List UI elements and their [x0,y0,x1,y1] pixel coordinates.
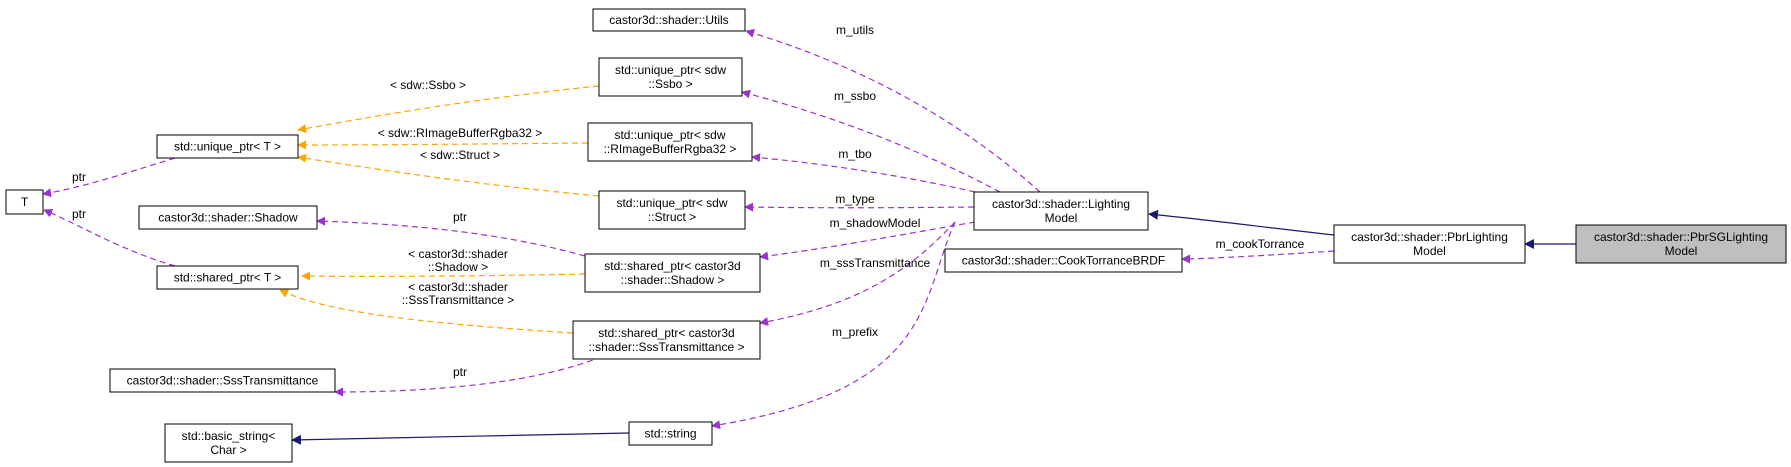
edge-label-t-sss: < castor3d::shader [408,280,508,294]
node-string[interactable]: std::string [628,421,713,446]
node-label: Model [1665,244,1698,258]
node-label: ::shader::Shadow > [621,273,725,287]
node-label: castor3d::shader::CookTorranceBRDF [962,254,1165,268]
node-label: ::RImageBufferRgba32 > [604,142,737,156]
node-label: std::string [644,427,696,441]
edge-m-utils [745,29,1041,193]
edge-t-shadow [301,271,586,281]
edge-label-m-cookTorrance: m_cookTorrance [1216,237,1305,251]
node-shared-T[interactable]: std::shared_ptr< T > [156,265,299,290]
node-sss[interactable]: castor3d::shader::SssTransmittance [109,368,336,393]
edge-label-m-utils: m_utils [836,23,874,37]
edge-m-prefix [711,221,956,430]
node-sp-shadow[interactable]: std::shared_ptr< castor3d::shader::Shado… [584,253,761,293]
edge-m-ssbo [741,89,1001,193]
node-label: Char > [210,443,246,457]
edge-label-ptr-unique: ptr [72,170,86,184]
edge-t-ssbo [297,85,600,133]
node-label: castor3d::shader::PbrLighting [1351,230,1508,244]
node-up-ssbo[interactable]: std::unique_ptr< sdw::Ssbo > [598,57,743,97]
edge-inherit-pbr-lighting [1148,209,1335,236]
edge-ptr-shadow [316,216,586,257]
node-basic-string[interactable]: std::basic_string<Char > [164,423,293,463]
node-label: Model [1413,244,1446,258]
edge-label-t-ssbo: < sdw::Ssbo > [390,78,466,92]
node-utils[interactable]: castor3d::shader::Utils [592,8,746,32]
node-label: Model [1045,211,1078,225]
node-up-rimage[interactable]: std::unique_ptr< sdw::RImageBufferRgba32… [587,122,753,162]
node-label: std::unique_ptr< sdw [615,63,726,77]
node-up-struct[interactable]: std::unique_ptr< sdw::Struct > [598,190,746,230]
node-label: std::basic_string< [182,429,276,443]
node-label: std::unique_ptr< sdw [614,128,725,142]
node-label: castor3d::shader::Utils [609,13,728,27]
node-label: T [21,195,29,209]
node-T[interactable]: T [5,189,44,215]
edge-label-m-ssbo: m_ssbo [834,89,876,103]
node-label: std::shared_ptr< castor3d [598,326,734,340]
edge-t-struct [297,153,600,197]
node-label: std::unique_ptr< T > [174,140,281,154]
edge-label-m-sssTransmittance: m_sssTransmittance [820,256,931,270]
edge-ptr-unique [42,157,176,198]
edge-m-type [744,202,975,212]
edge-m-sssTransmittance [759,221,956,326]
node-label: std::shared_ptr< T > [174,271,282,285]
edge-label-t-struct: < sdw::Struct > [420,148,500,162]
edge-m-tbo [751,153,976,193]
node-label: ::Struct > [648,210,696,224]
edge-label-t-shadow: < castor3d::shader [408,247,508,261]
edge-label-m-tbo: m_tbo [838,147,872,161]
node-unique-T[interactable]: std::unique_ptr< T > [156,134,299,159]
node-label: castor3d::shader::Lighting [992,197,1130,211]
node-sp-sss[interactable]: std::shared_ptr< castor3d::shader::SssTr… [572,320,761,360]
node-label: ::Ssbo > [648,77,692,91]
node-label: castor3d::shader::SssTransmittance [127,374,319,388]
edge-t-rimage [297,140,589,150]
node-cook[interactable]: castor3d::shader::CookTorranceBRDF [944,248,1183,273]
node-shadow[interactable]: castor3d::shader::Shadow [138,205,318,230]
node-label: std::shared_ptr< castor3d [604,259,740,273]
edge-label-ptr-shared: ptr [72,207,86,221]
edge-label-t-rimage: < sdw::RImageBufferRgba32 > [378,126,543,140]
node-label: castor3d::shader::PbrSGLighting [1594,230,1768,244]
edge-label-ptr-sss: ptr [453,365,467,379]
edge-label-m-prefix: m_prefix [832,325,878,339]
edge-label-m-type: m_type [835,192,875,206]
node-label: std::unique_ptr< sdw [616,196,727,210]
edge-label-ptr-shadow: ptr [453,210,467,224]
edge-inherit-string-basic [291,432,630,445]
edge-label-t-shadow: ::Shadow > [428,260,488,274]
edge-m-shadowModel [759,221,976,261]
node-label: ::shader::SssTransmittance > [589,340,745,354]
edge-t-sss [279,289,574,334]
edge-label-t-sss: ::SssTransmittance > [402,293,515,307]
edge-m-cookTorrance [1181,250,1335,264]
edge-label-m-shadowModel: m_shadowModel [830,216,921,230]
node-label: castor3d::shader::Shadow [158,211,298,225]
